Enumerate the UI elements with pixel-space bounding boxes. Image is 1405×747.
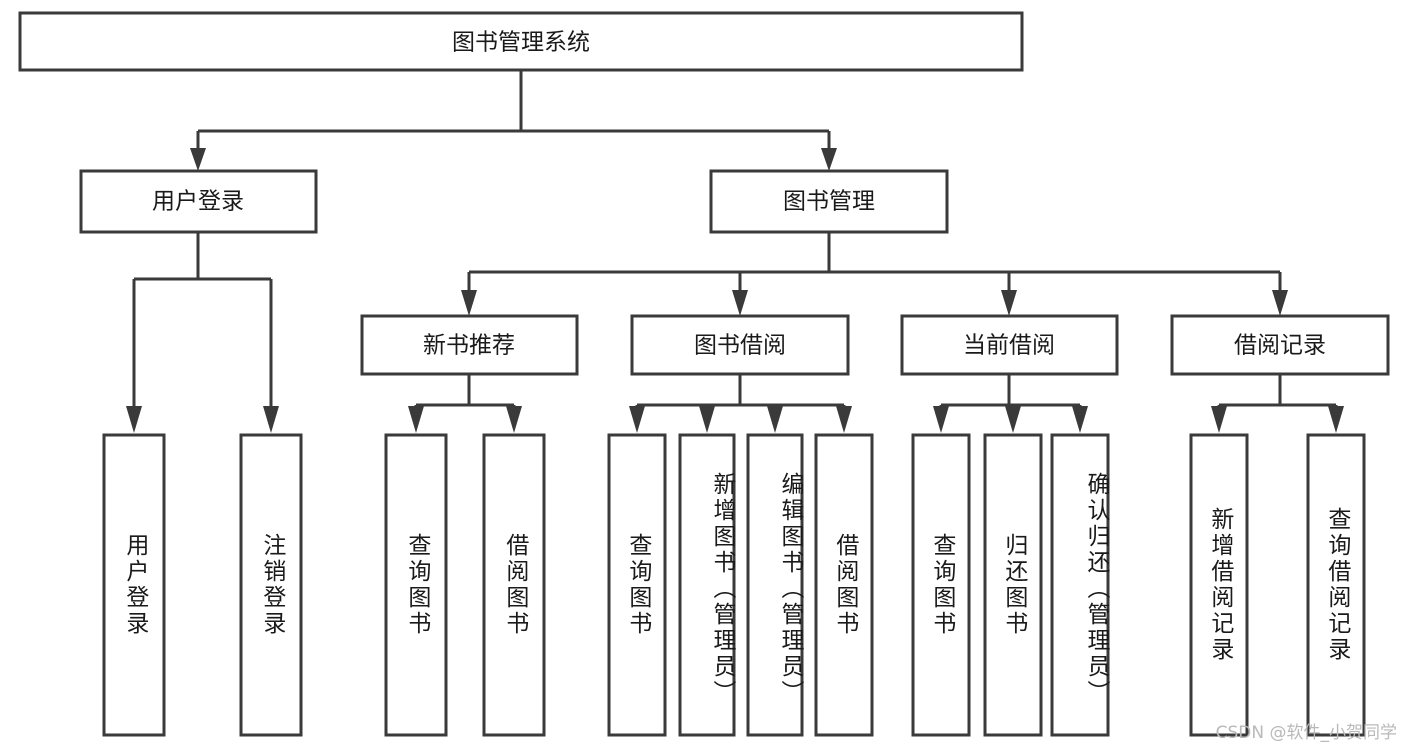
arrowhead-book-borrow (732, 290, 748, 316)
node-box-root[interactable] (18, 11, 1024, 72)
node-label-user-login: 用户登录 (152, 189, 244, 215)
node-box-leaf-add-book[interactable] (678, 433, 736, 737)
node-box-new-book-recommend[interactable] (360, 314, 579, 376)
node-box-leaf-return-book[interactable] (983, 433, 1043, 737)
arrowhead-leaf-query-book-3 (933, 406, 949, 433)
node-box-leaf-query-book-1[interactable] (384, 433, 448, 737)
node-label-root: 图书管理系统 (452, 30, 590, 56)
node-box-leaf-user-login[interactable] (102, 433, 166, 737)
node-box-leaf-borrow-book-2[interactable] (814, 433, 874, 737)
arrowhead-leaf-query-book-2 (629, 406, 645, 433)
arrowhead-book-manage (821, 148, 837, 171)
node-box-leaf-query-book-2[interactable] (607, 433, 667, 737)
node-box-leaf-query-record[interactable] (1306, 433, 1366, 737)
node-box-leaf-borrow-book-1[interactable] (482, 433, 546, 737)
node-box-borrow-record[interactable] (1170, 314, 1390, 376)
arrowhead-leaf-add-book (699, 406, 715, 433)
node-box-leaf-user-logout[interactable] (239, 433, 303, 737)
node-box-leaf-query-book-3[interactable] (911, 433, 971, 737)
node-box-leaf-confirm-return[interactable] (1050, 433, 1110, 737)
arrowhead-borrow-record (1272, 290, 1288, 316)
arrowhead-leaf-user-logout (263, 406, 279, 433)
arrowhead-user-login (190, 148, 206, 171)
arrowhead-new-book-recommend (461, 290, 477, 316)
node-box-leaf-edit-book[interactable] (746, 433, 804, 737)
arrowhead-current-borrow (1001, 290, 1017, 316)
node-box-current-borrow[interactable] (900, 314, 1119, 376)
arrowhead-leaf-query-book-1 (408, 406, 424, 433)
node-label-book-manage: 图书管理 (783, 189, 875, 215)
arrowhead-leaf-edit-book (767, 406, 783, 433)
node-box-book-manage[interactable] (709, 169, 949, 234)
node-box-book-borrow[interactable] (630, 314, 850, 376)
arrowhead-leaf-add-record (1211, 406, 1227, 433)
arrowhead-leaf-borrow-book-1 (506, 406, 522, 433)
node-label-current-borrow: 当前借阅 (963, 333, 1055, 359)
node-box-leaf-add-record[interactable] (1189, 433, 1249, 737)
arrowhead-leaf-user-login (126, 406, 142, 433)
node-box-user-login[interactable] (79, 169, 318, 234)
arrowhead-leaf-query-record (1328, 406, 1344, 433)
node-label-book-borrow: 图书借阅 (694, 333, 786, 359)
connector-layer (126, 70, 1344, 433)
watermark-text: CSDN @软件_小贺同学 (1215, 723, 1397, 743)
arrowhead-leaf-confirm-return (1072, 406, 1088, 433)
node-label-borrow-record: 借阅记录 (1234, 333, 1326, 359)
node-label-new-book-recommend: 新书推荐 (423, 333, 515, 359)
arrowhead-leaf-borrow-book-2 (836, 406, 852, 433)
node-layer: 图书管理系统 用户登录 图书管理 新书推荐 图书借阅 当前借阅 借阅记录 (18, 11, 1390, 737)
arrowhead-leaf-return-book (1005, 406, 1021, 433)
